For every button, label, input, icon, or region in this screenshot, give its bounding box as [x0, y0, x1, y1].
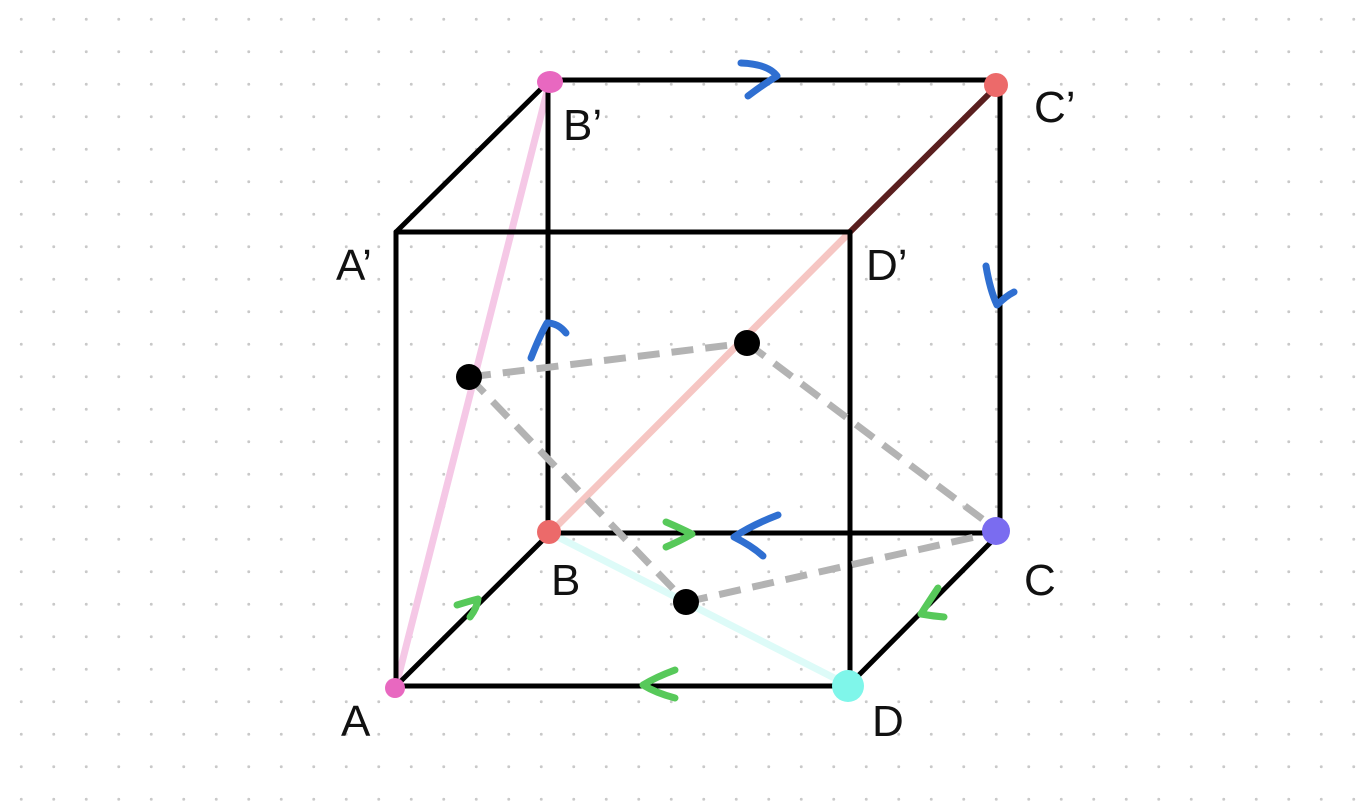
dashed-path: [466, 339, 1000, 606]
vertex-a-point: [385, 678, 405, 698]
arrow-right-icon: [662, 518, 696, 551]
arrow-down-left-icon: [917, 584, 948, 621]
label-b: B: [551, 556, 580, 605]
vertex-b-prime-point: [537, 71, 563, 93]
vertex-b-point: [537, 520, 561, 544]
vertex-d-point: [832, 670, 864, 702]
green-arrows: [453, 518, 948, 702]
label-c: C: [1024, 556, 1056, 605]
arrow-left-icon: [639, 666, 679, 702]
midpoint-b-d-prime: [734, 330, 760, 356]
diagonal-d-prime-c-prime: [847, 83, 1000, 235]
vertex-c-point: [982, 517, 1010, 545]
arrow-up-right-icon: [453, 595, 482, 621]
arrow-left-icon: [730, 511, 782, 560]
dashed-segment-3: [466, 374, 689, 605]
diagonal-b-d: [546, 529, 852, 689]
arrow-up-icon: [527, 319, 570, 362]
vertex-c-prime-point: [984, 73, 1008, 97]
edge-a-prime-b-prime: [393, 77, 553, 235]
blue-arrows: [527, 59, 1018, 560]
midpoint-a-b-prime: [456, 364, 482, 390]
arrow-right-icon: [737, 59, 781, 100]
label-c-prime: C’: [1034, 83, 1076, 132]
midpoint-b-d: [673, 589, 699, 615]
label-a: A: [341, 697, 371, 746]
dashed-segment-4: [685, 528, 998, 606]
label-b-prime: B’: [563, 101, 602, 150]
label-d-prime: D’: [866, 241, 908, 290]
dashed-segment-2: [744, 340, 1000, 533]
label-d: D: [872, 697, 904, 746]
label-a-prime: A’: [336, 241, 372, 290]
dashed-segment-1: [468, 339, 748, 381]
arrow-down-icon: [982, 262, 1018, 309]
diagonal-b-d-prime: [546, 228, 854, 537]
